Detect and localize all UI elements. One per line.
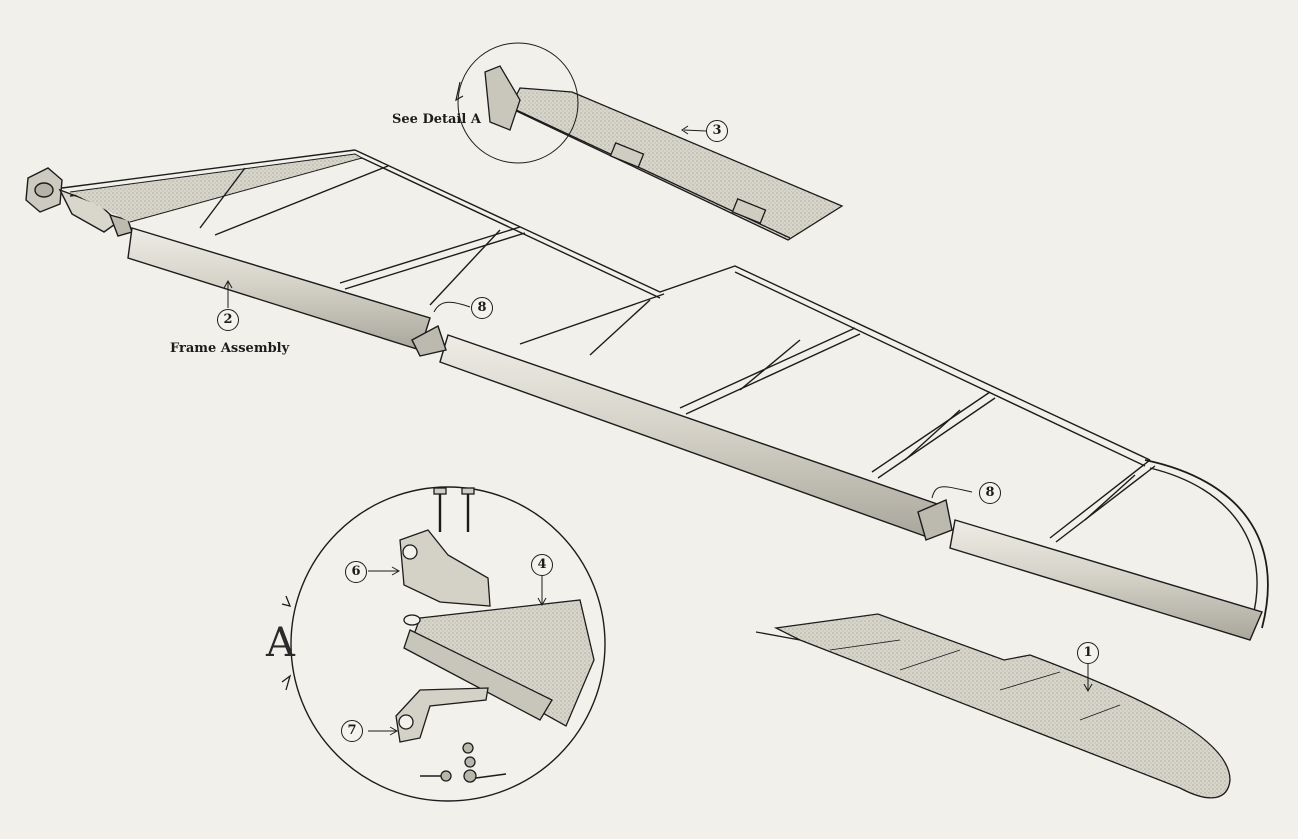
callout-4: 4 (531, 554, 553, 576)
see-detail-circle (457, 42, 579, 164)
callout-8-upper: 8 (471, 297, 493, 319)
frame-assembly (25, 149, 1269, 641)
frame-assembly-label: Frame Assembly (170, 341, 290, 356)
callout-6: 6 (345, 561, 367, 583)
callout-8-lower: 8 (979, 482, 1001, 504)
leading-edge-tube-tip (949, 519, 1263, 641)
aileron-panel (755, 613, 1231, 799)
see-detail-label: See Detail A (392, 112, 481, 127)
detail-letter-a: A (266, 620, 295, 666)
detail-a (281, 486, 606, 802)
leading-edge-tube-inboard (127, 227, 431, 351)
callout-2: 2 (217, 309, 239, 331)
callout-1: 1 (1077, 642, 1099, 664)
trim-tab-assembly (455, 42, 844, 241)
callout-3: 3 (706, 120, 728, 142)
callout-7: 7 (341, 720, 363, 742)
